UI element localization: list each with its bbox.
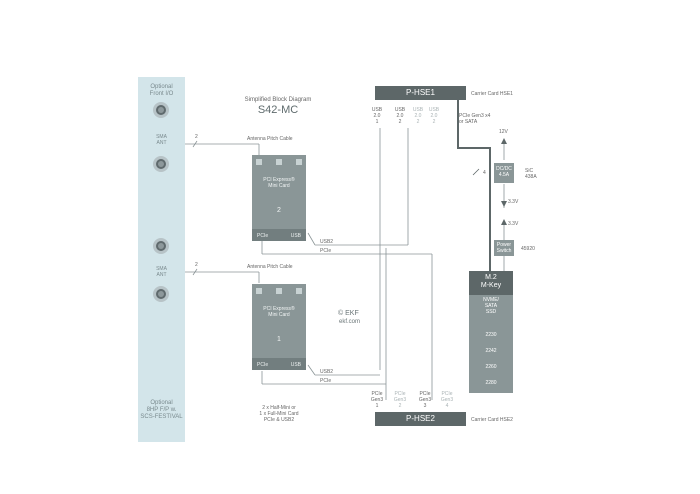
p-hse1-caption: Carrier Card HSE1: [471, 91, 513, 97]
antenna-count-bottom: 2: [195, 262, 198, 268]
p-hse2-port: PCIe Gen3 1: [370, 391, 384, 409]
card-number: 1: [277, 336, 281, 343]
p-hse2-connector: P-HSE2: [375, 412, 466, 426]
p-hse1-port: USB 2.0 1: [371, 107, 383, 125]
signal-pcie-top: PCIe: [320, 248, 332, 254]
signal-usb2-bottom: USB2: [320, 369, 334, 375]
card-pin: [256, 288, 262, 294]
sma-label-bottom: SMA ANT: [156, 266, 167, 278]
m2-ssd-label: NVME/ SATA SSD: [483, 297, 499, 315]
signal-usb2-top: USB2: [320, 239, 334, 245]
bus-width-label: 4: [483, 170, 486, 176]
card-pin: [296, 159, 302, 165]
diagram-title: S42-MC: [257, 104, 299, 116]
diagram-subtitle: Simplified Block Diagram: [244, 97, 312, 103]
card-port-usb: USB: [290, 233, 301, 239]
card-pin: [276, 288, 282, 294]
dcdc-part: SiC 438A: [525, 168, 537, 180]
sma-label-top: SMA ANT: [156, 134, 167, 146]
card-label: PCI Express® Mini Card: [263, 177, 295, 189]
mini-card-2: PCI Express® Mini Card 2 PCIe USB: [252, 155, 306, 241]
dcdc-converter: DC/DC 4.5A: [494, 163, 514, 183]
configuration-note: 2 x Half-Mini or 1 x Full-Mini Card PCIe…: [259, 405, 299, 423]
p-hse2-port: PCIe Gen3 4: [440, 391, 454, 409]
pcie-x4-note: PCIe Gen3 x4 or SATA: [459, 113, 491, 125]
card-pin: [296, 288, 302, 294]
sma-connector-icon: [153, 238, 169, 254]
m2-title: M.2 M-Key: [469, 271, 513, 295]
p-hse2-caption: Carrier Card HSE2: [471, 417, 513, 423]
m2-size: 2242: [485, 348, 497, 354]
voltage-3v3-b: 3.3V: [508, 221, 519, 227]
antenna-count-top: 2: [195, 134, 198, 140]
sma-connector-icon: [153, 286, 169, 302]
card-port-pcie: PCIe: [257, 362, 269, 368]
sma-connector-icon: [153, 102, 169, 118]
m2-module: M.2 M-Key NVME/ SATA SSD 2230 2242 2260 …: [469, 271, 513, 393]
p-hse1-port: USB 2.0 2: [428, 107, 440, 125]
voltage-3v3-a: 3.3V: [508, 199, 519, 205]
antenna-cable-label-top: Antenna Pitch Cable: [247, 136, 293, 142]
card-port-usb: USB: [290, 362, 301, 368]
front-io-label: Optional Front I/O: [149, 84, 174, 97]
power-switch-part: 45920: [521, 246, 535, 252]
card-pin: [256, 159, 262, 165]
p-hse2-port: PCIe Gen3 2: [393, 391, 407, 409]
p-hse2-port: PCIe Gen3 3: [418, 391, 432, 409]
antenna-cable-label-bottom: Antenna Pitch Cable: [247, 264, 293, 270]
card-pin: [276, 159, 282, 165]
card-number: 2: [277, 207, 281, 214]
ekf-logo: © EKF: [338, 310, 359, 317]
p-hse1-port: USB 2.0 2: [394, 107, 406, 125]
front-io-panel: [138, 77, 185, 442]
card-port-pcie: PCIe: [257, 233, 269, 239]
power-switch: Power Switch: [494, 240, 514, 256]
m2-size: 2230: [485, 332, 497, 338]
p-hse1-port: USB 2.0 2: [412, 107, 424, 125]
voltage-12v: 12V: [499, 129, 508, 135]
card-label: PCI Express® Mini Card: [263, 306, 295, 318]
ekf-url: ekf.com: [339, 319, 361, 325]
signal-pcie-bottom: PCIe: [320, 378, 332, 384]
front-panel-label: Optional 8HP F/P w. SCS-FESTIVAL: [140, 400, 183, 420]
mini-card-1: PCI Express® Mini Card 1 PCIe USB: [252, 284, 306, 370]
p-hse1-connector: P-HSE1: [375, 86, 466, 100]
m2-size: 2280: [485, 380, 497, 386]
m2-size: 2260: [485, 364, 497, 370]
sma-connector-icon: [153, 156, 169, 172]
